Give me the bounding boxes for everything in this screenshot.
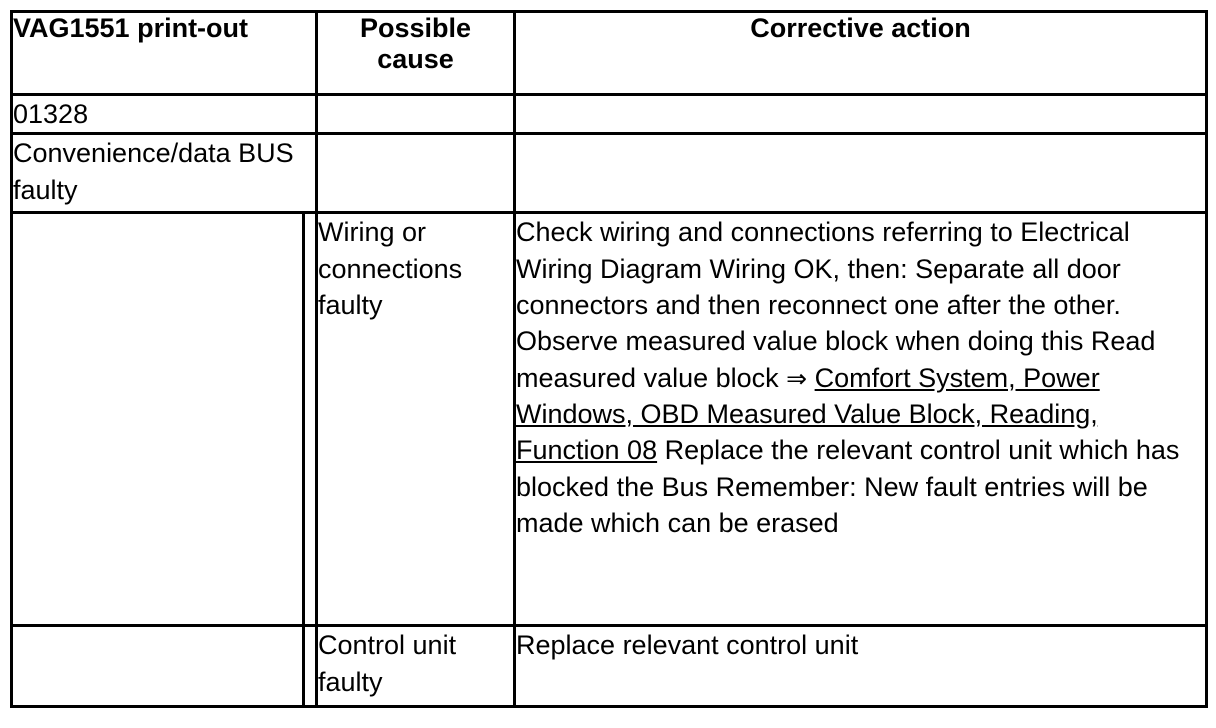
- cell-printout-empty: [10, 211, 305, 628]
- table-row: Convenience/data BUS faulty: [10, 132, 1208, 215]
- double-arrow-icon: ⇒: [786, 363, 808, 393]
- column-header-action: Corrective action: [513, 10, 1208, 96]
- table-header-row: VAG1551 print-out Possible cause Correct…: [10, 10, 1208, 96]
- cell-printout-description: Convenience/data BUS faulty: [10, 132, 318, 215]
- column-header-cause: Possible cause: [315, 10, 516, 96]
- cell-cause-control-unit: Control unit faulty: [315, 624, 516, 709]
- cell-cause-wiring: Wiring or connections faulty: [315, 211, 516, 628]
- cell-spacer-empty: [302, 211, 318, 628]
- column-header-printout: VAG1551 print-out: [10, 10, 318, 96]
- cell-printout-empty: [10, 624, 305, 709]
- column-header-cause-text: Possible cause: [359, 13, 472, 74]
- cell-cause-empty: [315, 132, 516, 215]
- fault-code-table: VAG1551 print-out Possible cause Correct…: [10, 10, 1208, 709]
- cell-cause-empty: [315, 92, 516, 136]
- action-text-after: Replace the relevant control unit which …: [516, 435, 1180, 538]
- action-wiring-paragraph: Check wiring and connections referring t…: [516, 214, 1205, 541]
- cell-spacer-empty: [302, 624, 318, 709]
- cell-action-empty: [513, 92, 1208, 136]
- action-text-before: Check wiring and connections referring t…: [516, 217, 1156, 393]
- table-row: Control unit faulty Replace relevant con…: [10, 624, 1208, 709]
- cell-action-wiring: Check wiring and connections referring t…: [513, 211, 1208, 628]
- table-row: 01328: [10, 92, 1208, 136]
- cross-reference-link[interactable]: Comfort System, Power Windows, OBD Measu…: [516, 362, 1100, 466]
- action-text-spacer: [807, 363, 815, 393]
- table-row: Wiring or connections faulty Check wirin…: [10, 211, 1208, 628]
- cell-action-control-unit: Replace relevant control unit: [513, 624, 1208, 709]
- cell-action-empty: [513, 132, 1208, 215]
- cell-printout-code: 01328: [10, 92, 318, 136]
